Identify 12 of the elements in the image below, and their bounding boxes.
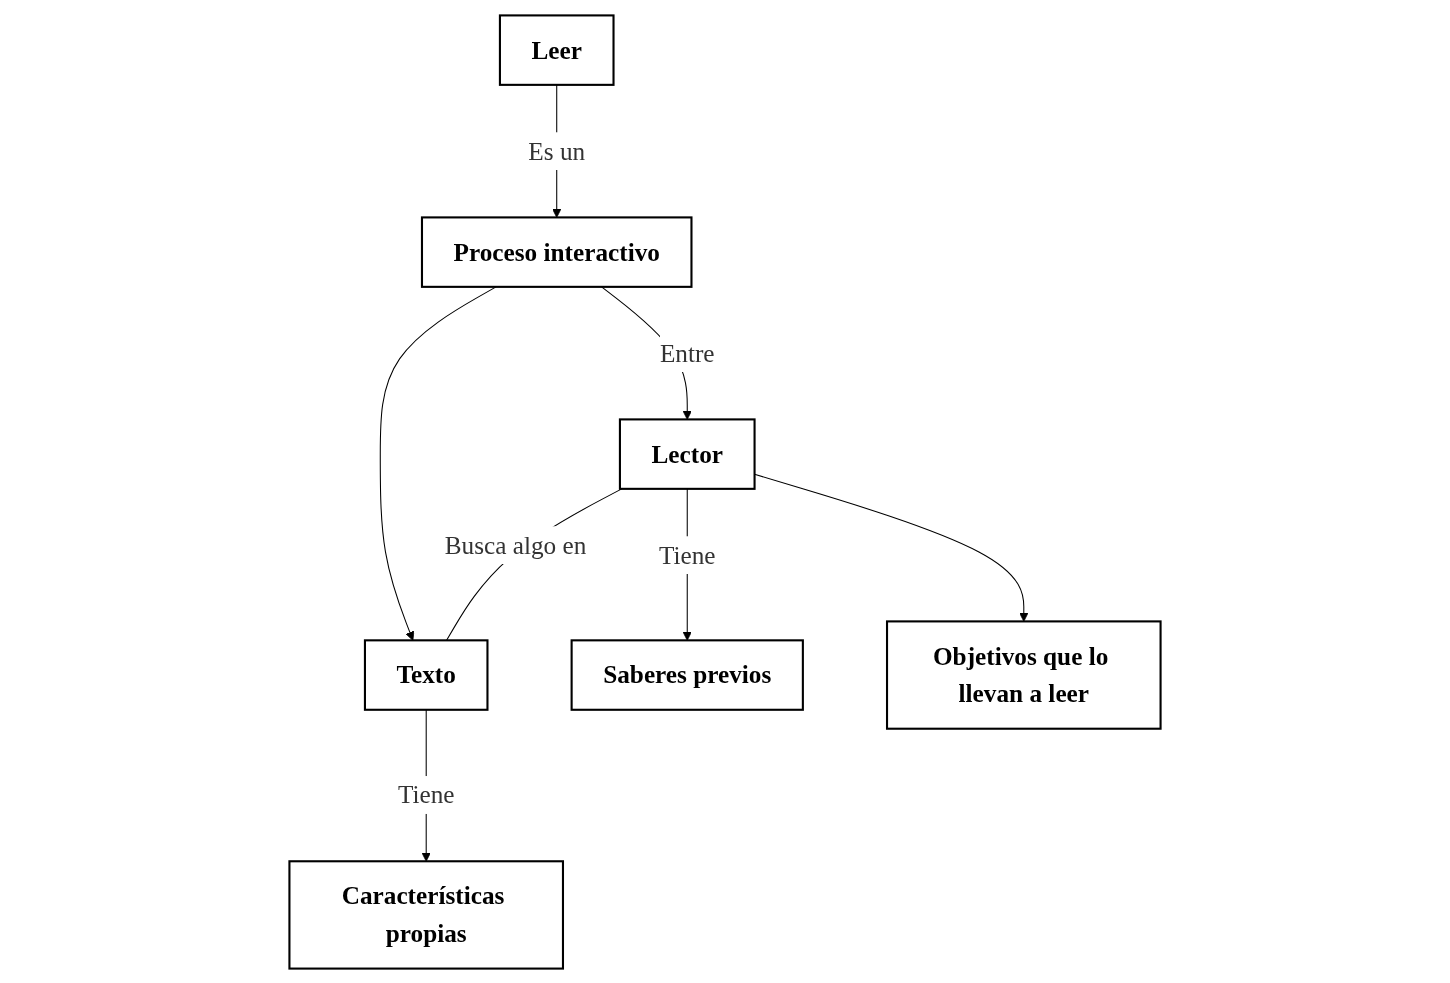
- node-box: Leer: [498, 13, 615, 86]
- node-box: Texto: [363, 638, 489, 711]
- edge-label: Tiene: [397, 780, 455, 809]
- edge-label: Es un: [528, 136, 586, 165]
- node-box: Saberes previos: [570, 638, 804, 711]
- node-box: Lector: [618, 417, 756, 490]
- node-box: Proceso interactivo: [420, 215, 693, 288]
- edge-label: Entre: [659, 338, 715, 367]
- edge-label: Tiene: [658, 540, 716, 569]
- node-box: Objetivos que lo llevan a leer: [886, 619, 1162, 730]
- node-box: Características propias: [288, 859, 564, 970]
- edge-label: Busca algo en: [444, 530, 587, 559]
